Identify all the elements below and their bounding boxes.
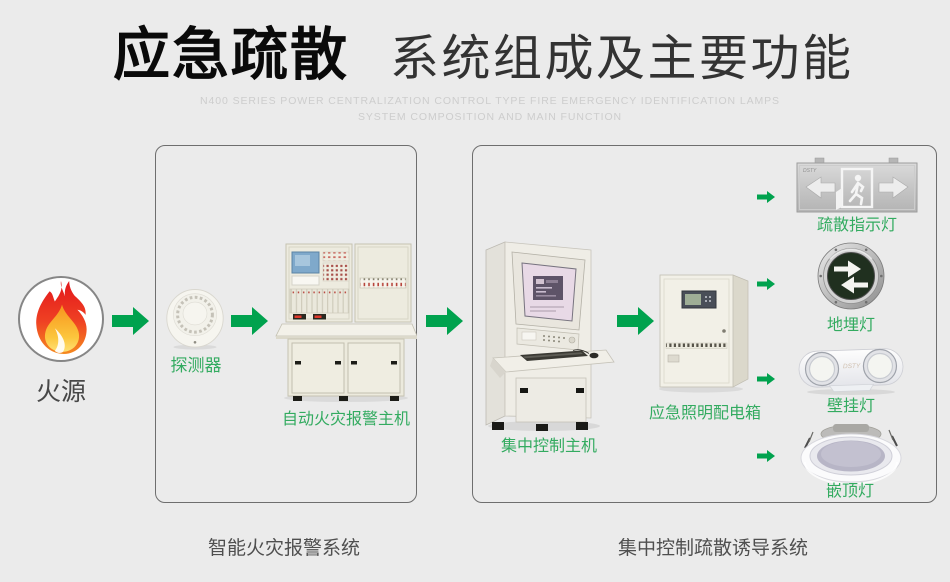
- page-subtitle: 系统组成及主要功能: [390, 32, 854, 86]
- arrow-to-wall-light: [757, 373, 775, 385]
- distribution-box-image: [659, 274, 749, 393]
- exit-sign-image: DSTY: [796, 157, 918, 213]
- wall-light-image: DSTY: [798, 348, 904, 395]
- arrow-host-to-distribution: [617, 307, 654, 335]
- fire-source-label: 火源: [35, 378, 86, 406]
- arrow-to-exit-sign: [757, 191, 775, 203]
- fire-source-circle: [18, 276, 104, 362]
- english-subtitle-line1: N400 SERIES POWER CENTRALIZATION CONTROL…: [200, 95, 780, 107]
- detector-label: 探测器: [170, 356, 222, 375]
- intelligent-alarm-system-panel: [155, 145, 417, 503]
- control-host-label: 集中控制主机: [500, 438, 597, 455]
- alarm-host-image: [275, 243, 417, 402]
- flame-icon: [36, 281, 87, 354]
- caption-right: 集中控制疏散诱导系统: [617, 538, 808, 559]
- smoke-detector-image: [166, 289, 224, 350]
- wall-light-logo: DSTY: [843, 363, 861, 371]
- english-subtitle: N400 SERIES POWER CENTRALIZATION CONTROL…: [0, 93, 950, 125]
- arrow-box1-to-box2: [426, 307, 463, 335]
- caption-left: 智能火灾报警系统: [207, 538, 360, 559]
- arrow-to-ceiling-light: [757, 450, 775, 462]
- buried-light-image: [817, 242, 885, 310]
- english-subtitle-line2: SYSTEM COMPOSITION AND MAIN FUNCTION: [358, 111, 622, 123]
- ceiling-light-image: [800, 424, 902, 484]
- ceiling-light-label: 嵌顶灯: [825, 483, 874, 500]
- control-host-image: [485, 241, 615, 431]
- exit-sign-label: 疏散指示灯: [816, 217, 897, 234]
- exit-sign-logo: DSTY: [803, 168, 817, 174]
- buried-light-label: 地埋灯: [826, 317, 875, 334]
- distribution-box-label: 应急照明配电箱: [648, 405, 761, 422]
- arrow-fire-to-detector: [112, 307, 149, 335]
- centralized-control-panel: [472, 145, 937, 503]
- arrow-to-buried-light: [757, 278, 775, 290]
- page-title: 应急疏散: [113, 23, 349, 87]
- alarm-host-label: 自动火灾报警主机: [281, 411, 410, 428]
- arrow-detector-to-host: [231, 307, 268, 335]
- wall-light-label: 壁挂灯: [826, 398, 875, 415]
